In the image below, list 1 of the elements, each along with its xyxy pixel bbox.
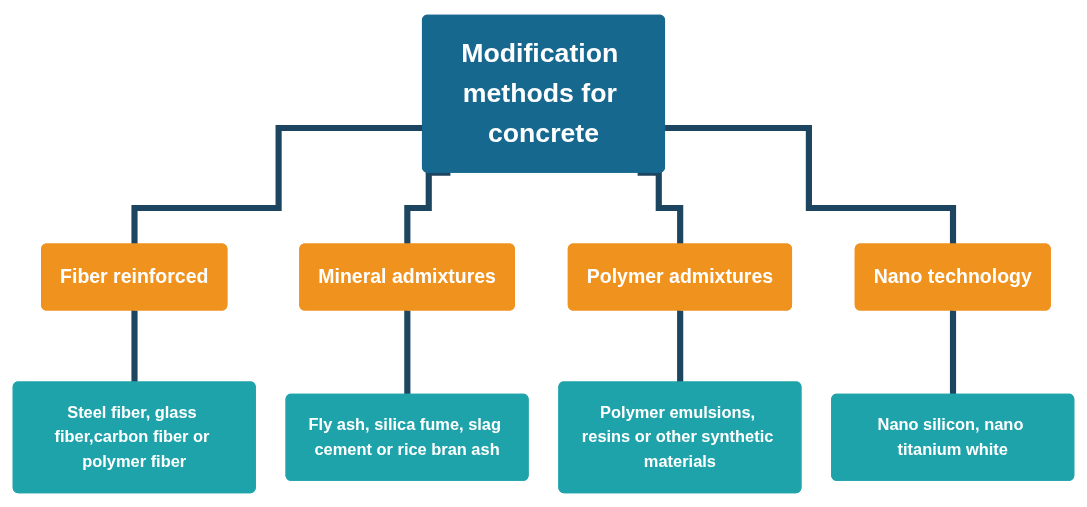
tree-diagram: Modification methods for concrete Fiber reinforced Mineral admixtures Polymer admixtures Nano technology Steel fiber, glass fiber,carbon fiber or polymer fiber Fly ash, silica fume, slag cement or rice bran ash Polymer emulsions, resins or other synthetic materials Nano silicon, nano titanium white — [5, 6, 1082, 501]
